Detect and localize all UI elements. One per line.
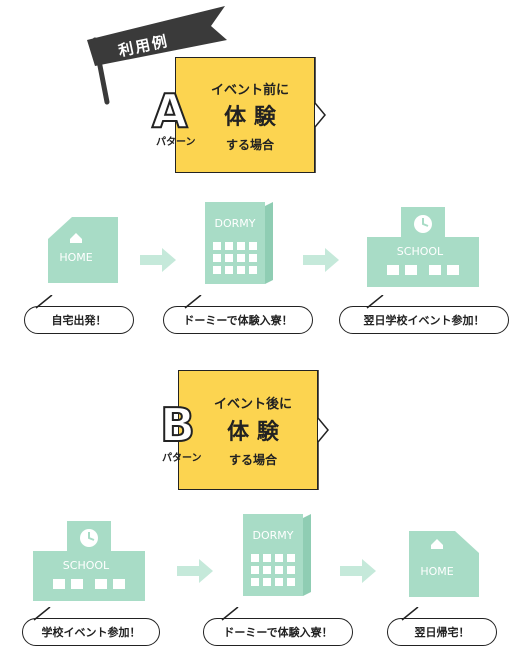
dormy-label: DORMY: [252, 529, 294, 542]
caption-school-event: 翌日学校イベント参加！: [339, 306, 509, 334]
school-building-icon: [367, 207, 479, 287]
dormy-building-icon: [205, 202, 273, 284]
school-building-icon: [33, 521, 145, 601]
bubble-tail: [401, 607, 419, 621]
arrow-right-icon: [340, 559, 376, 583]
pattern-a-letter: A: [151, 84, 189, 138]
pattern-a-line1: イベント前に: [210, 83, 289, 98]
pattern-b-box: [178, 370, 318, 490]
pattern-b-bracket: [317, 370, 329, 490]
pattern-b-line1: イベント後に: [213, 397, 292, 412]
pattern-a-line3: する場合: [225, 138, 274, 152]
arrow-right-icon: [140, 248, 176, 272]
dormy-label: DORMY: [214, 217, 256, 230]
pattern-a-box: [175, 57, 315, 173]
pattern-b-line2: 体 験: [227, 420, 279, 445]
pattern-a-label: パターン: [156, 137, 196, 148]
home-building-icon: [48, 217, 118, 283]
bubble-tail: [221, 607, 239, 621]
arrow-right-icon: [303, 248, 339, 272]
caption-school-event: 学校イベント参加！: [22, 618, 160, 646]
caption-return-home: 翌日帰宅！: [387, 618, 497, 646]
bubble-tail: [184, 295, 202, 309]
bubble-tail: [366, 295, 384, 309]
school-label: SCHOOL: [396, 245, 444, 258]
caption-dormy-stay: ドーミーで体験入寮！: [163, 306, 313, 334]
pattern-a-line2: 体 験: [224, 105, 276, 130]
arrow-right-icon: [177, 559, 213, 583]
home-label: HOME: [59, 251, 93, 264]
caption-dormy-stay: ドーミーで体験入寮！: [203, 618, 353, 646]
pattern-b-letter: B: [159, 398, 196, 452]
pattern-b-line3: する場合: [228, 453, 277, 467]
bubble-tail: [35, 295, 53, 309]
pattern-b-label: パターン: [162, 453, 202, 464]
home-building-icon: [409, 531, 479, 597]
caption-home-departure: 自宅出発！: [24, 306, 134, 334]
home-label: HOME: [420, 565, 454, 578]
flag-banner: [87, 6, 227, 105]
school-label: SCHOOL: [62, 559, 110, 572]
pattern-a-bracket: [314, 57, 326, 173]
bubble-tail: [33, 607, 51, 621]
dormy-building-icon: [243, 514, 311, 596]
